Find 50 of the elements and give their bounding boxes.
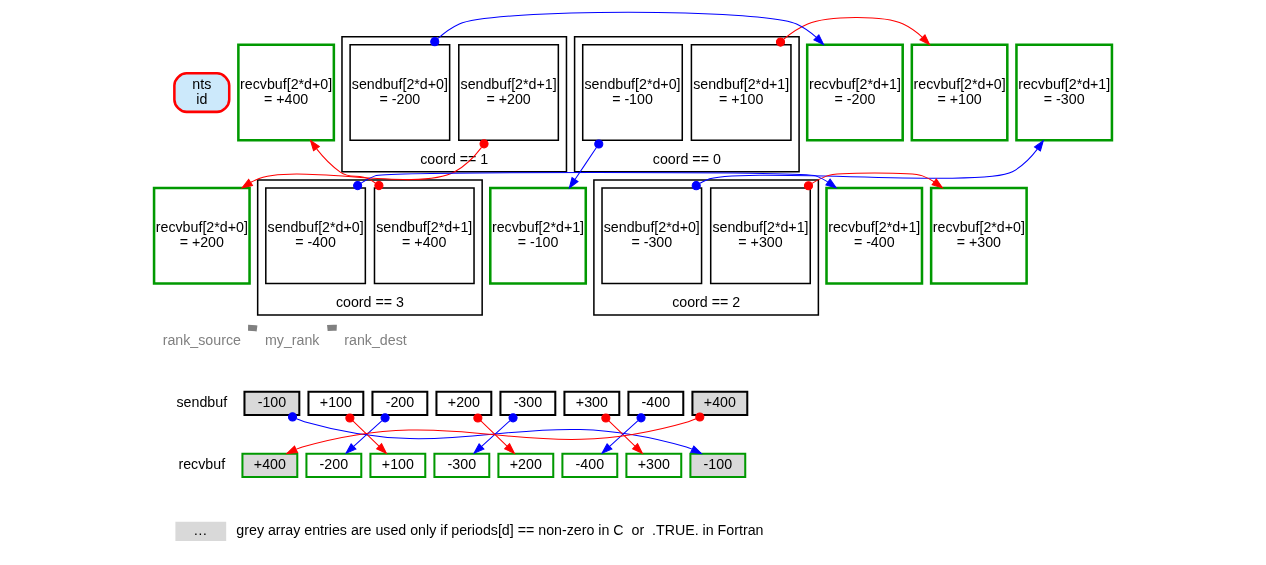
node-box: sendbuf[2*d+0] = -300 — [601, 187, 703, 285]
node-box: sendbuf[2*d+0] = -200 — [349, 44, 451, 142]
node-box: recvbuf[2*d+0] = +200 — [152, 186, 251, 285]
node-box: sendbuf[2*d+1] = +100 — [690, 44, 792, 142]
node-text: rank_source — [162, 332, 241, 349]
arrow — [353, 172, 838, 191]
node-box: -100 — [243, 390, 301, 417]
arrow — [691, 139, 1045, 191]
node-box: recvbuf[2*d+0] = +400 — [237, 43, 336, 142]
node-box: recvbuf[2*d+0] = +300 — [929, 186, 1028, 285]
node-box: -100 — [689, 452, 747, 479]
label: sendbuf — [176, 394, 228, 411]
node-box: -400 — [627, 390, 685, 417]
node-box: sendbuf[2*d+1] = +400 — [373, 187, 475, 285]
node-box: sendbuf[2*d+0] = -100 — [581, 44, 683, 142]
node-box: +100 — [369, 452, 427, 479]
node-text: my_rank — [264, 332, 320, 349]
label: … — [193, 522, 208, 539]
node-box: +200 — [497, 452, 555, 479]
node-box: -200 — [371, 390, 429, 417]
node-box: +400 — [691, 390, 749, 417]
node-box: sendbuf[2*d+1] = +200 — [458, 44, 560, 142]
node-box: -400 — [561, 452, 619, 479]
connector — [327, 324, 337, 332]
node-box: nts id — [173, 72, 231, 114]
legend-label: grey array entries are used only if periods[d] == non-zero in C or .TRUE. in Fortran — [236, 522, 764, 539]
arrow — [775, 17, 931, 47]
node-box: -200 — [305, 452, 363, 479]
node-box: +100 — [307, 390, 365, 417]
connector — [247, 324, 258, 332]
arrow — [309, 139, 384, 191]
node-box: recvbuf[2*d+1] = -200 — [805, 43, 904, 142]
arrow — [803, 172, 944, 191]
node-box: sendbuf[2*d+1] = +300 — [709, 187, 811, 285]
node-box: -300 — [499, 390, 557, 417]
node-box: recvbuf[2*d+0] = +100 — [910, 43, 1009, 142]
node-box: sendbuf[2*d+0] = -400 — [265, 187, 367, 285]
node-box: +200 — [435, 390, 493, 417]
node-text: rank_dest — [344, 332, 407, 349]
node-box: +300 — [625, 452, 683, 479]
node-box: -300 — [433, 452, 491, 479]
label: recvbuf — [178, 456, 226, 473]
node-box: recvbuf[2*d+1] = -400 — [825, 186, 924, 285]
arrow — [240, 139, 489, 189]
node-box: +300 — [563, 390, 621, 417]
node-box: recvbuf[2*d+1] = -100 — [489, 186, 588, 285]
node-box: +400 — [241, 452, 299, 479]
arrow — [568, 139, 604, 190]
node-box: recvbuf[2*d+1] = -300 — [1015, 43, 1114, 142]
arrow — [430, 11, 825, 47]
